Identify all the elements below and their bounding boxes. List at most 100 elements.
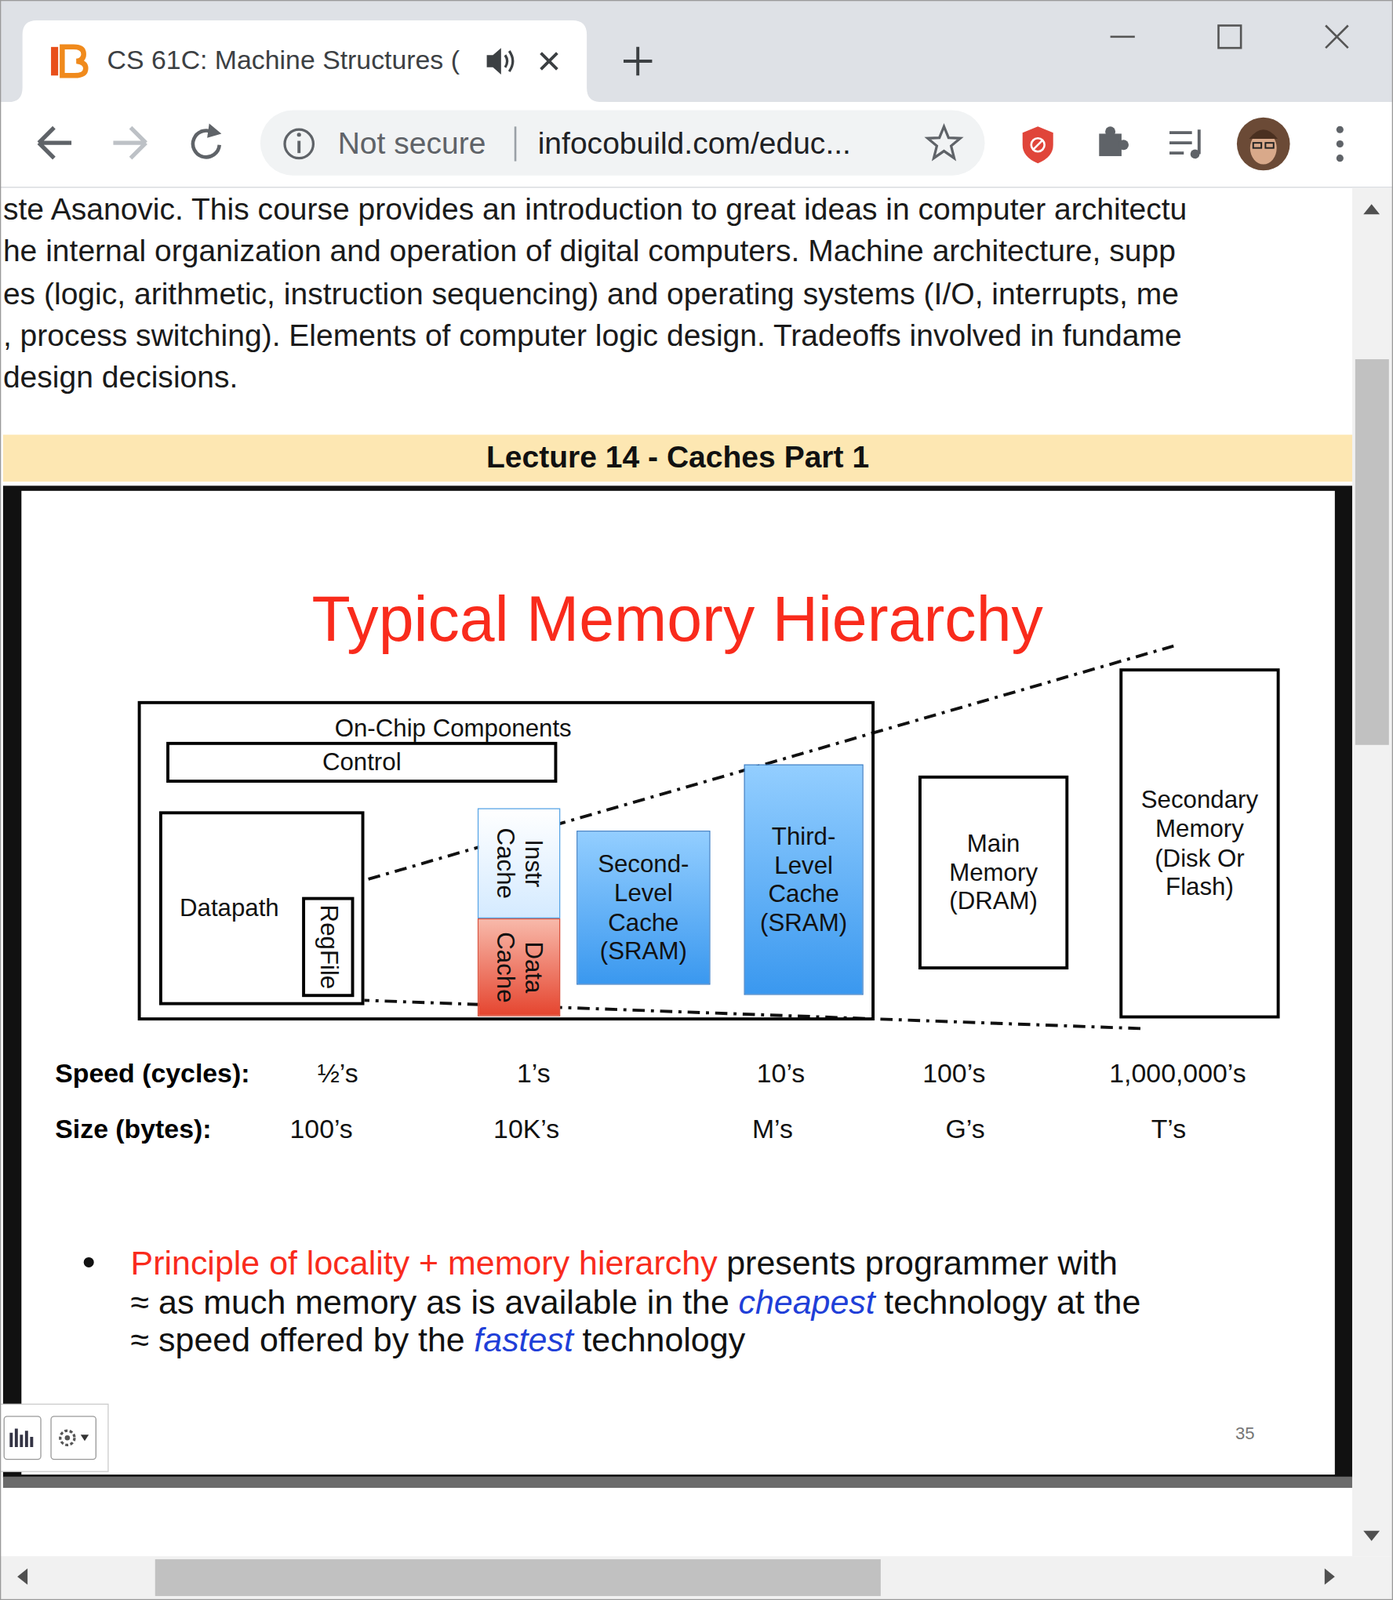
circle-shape: [1190, 149, 1201, 160]
bullet-line: ≈ as much memory as is available in thec…: [130, 1283, 1142, 1322]
rect-shape: [1265, 142, 1273, 149]
vertical-scroll-thumb: [1355, 359, 1390, 746]
node-label-area: Control: [169, 745, 555, 780]
node-label-area: Data Cache: [478, 919, 560, 1015]
toolbar: [0, 101, 1393, 188]
rect-shape: [0, 1403, 109, 1472]
reload-icon: [192, 123, 222, 157]
path-shape: [61, 47, 86, 76]
box-label: Secondary Memory (Disk Or Flash): [1133, 785, 1266, 901]
bullet-emphasis: cheapest: [738, 1283, 875, 1321]
size-value: 10K’s: [493, 1114, 560, 1146]
circle-shape: [1336, 140, 1344, 148]
bullet-text: technology: [581, 1320, 746, 1359]
tab-close-icon: [541, 53, 558, 70]
lecture-band: [3, 434, 1353, 482]
line-shape: [297, 141, 301, 154]
bullet-text: ≈ speed offered by the: [130, 1320, 466, 1359]
speed-value: 10’s: [756, 1059, 805, 1091]
menu-icon: [1336, 126, 1344, 163]
region-heading: On-Chip Components: [141, 714, 766, 744]
node-label-area: RegFile: [305, 900, 352, 995]
speed-value: 1’s: [516, 1059, 551, 1091]
box-label: Control: [322, 748, 402, 778]
cache-box: Data Cache: [477, 918, 561, 1017]
node-label-area: Secondary Memory (Disk Or Flash): [1122, 671, 1277, 1015]
course-description: design decisions.: [3, 360, 238, 396]
bullet-dot: [83, 1257, 95, 1268]
bullet-line: ≈ speed offered by thefastesttechnology: [130, 1320, 746, 1360]
size-value: T’s: [1151, 1114, 1187, 1146]
circle-shape: [1336, 154, 1344, 162]
extensions-icon: [1098, 126, 1129, 157]
node-label-area: Datapath: [179, 814, 280, 1002]
profile-avatar: [1236, 117, 1291, 171]
circle-shape: [65, 1435, 71, 1441]
regfile-box: RegFile: [301, 897, 354, 998]
cache-box: Instr Cache: [477, 807, 561, 919]
speed-value: 100’s: [922, 1059, 986, 1091]
size-value: 100’s: [290, 1114, 353, 1146]
circle-shape: [1236, 117, 1291, 171]
memory-box: Secondary Memory (Disk Or Flash): [1119, 668, 1280, 1019]
path-shape: [10, 1429, 32, 1448]
box-label: Datapath: [179, 894, 280, 924]
omnibox: [260, 110, 986, 176]
path-shape: [1022, 126, 1054, 164]
slide-ground: [21, 491, 1335, 1475]
line-shape: [356, 1000, 1143, 1029]
rect-shape: [50, 47, 59, 76]
cache-box: Second-Level Cache (SRAM): [576, 830, 710, 985]
row-heading: Speed (cycles):: [54, 1059, 250, 1091]
row-heading: Size (bytes):: [54, 1114, 211, 1146]
node-label-area: Third-Level Cache (SRAM): [745, 765, 863, 994]
circle-shape: [1118, 139, 1129, 150]
course-description: ste Asanovic. This course provides an in…: [3, 191, 1187, 227]
scroll-left-arrow: [17, 1568, 28, 1586]
box-label: Second-Level Cache (SRAM): [585, 850, 703, 965]
vertical-scrollbar: [1352, 187, 1393, 1557]
bookmark-star: [927, 126, 961, 158]
bullet-emphasis: Principle of locality + memory hierarchy: [130, 1243, 718, 1282]
back-icon: [38, 127, 72, 159]
bullet-text: presents programmer with: [726, 1243, 1118, 1282]
player-widget: [0, 1403, 109, 1472]
new-tab-icon: [623, 47, 652, 76]
path-shape: [1197, 129, 1201, 154]
scroll-up-arrow: [1363, 203, 1380, 215]
lecture-heading: Lecture 14 - Caches Part 1: [486, 439, 870, 475]
circle-shape: [1105, 126, 1116, 137]
circle-shape: [284, 129, 313, 158]
speed-value: ½’s: [317, 1059, 359, 1091]
circle-shape: [60, 1430, 75, 1445]
box-label: Main Memory (DRAM): [936, 829, 1052, 917]
path-shape: [207, 123, 222, 138]
course-description: es (logic, arithmetic, instruction seque…: [3, 276, 1179, 312]
tab-audio-icon: [487, 47, 513, 75]
path-shape: [505, 50, 513, 72]
box-label: Instr Cache: [490, 826, 548, 901]
course-description: he internal organization and operation o…: [3, 233, 1176, 270]
control-box: Control: [166, 741, 557, 783]
node-label-area: Second-Level Cache (SRAM): [577, 831, 710, 984]
node-label-area: On-Chip Components: [141, 714, 766, 744]
bullet-emphasis: fastest: [473, 1320, 573, 1359]
rect-shape: [3, 1416, 41, 1460]
tab-favicon: [50, 47, 86, 76]
memory-box: Main Memory (DRAM): [918, 775, 1069, 970]
rect-shape: [1253, 142, 1262, 149]
scroll-down-arrow: [1363, 1531, 1380, 1542]
minimize-icon: [1110, 36, 1135, 39]
line-shape: [1032, 140, 1043, 150]
path-shape: [487, 47, 502, 75]
address-text: infocobuild.com/educ...: [538, 126, 852, 162]
horizontal-scroll-thumb: [155, 1559, 881, 1597]
box-label: Data Cache: [490, 931, 548, 1005]
player-bar: [3, 1476, 1353, 1488]
maximize-icon: [1218, 25, 1242, 49]
circle-shape: [1336, 126, 1344, 134]
size-value: G’s: [945, 1114, 985, 1146]
rect-shape: [50, 1416, 96, 1460]
